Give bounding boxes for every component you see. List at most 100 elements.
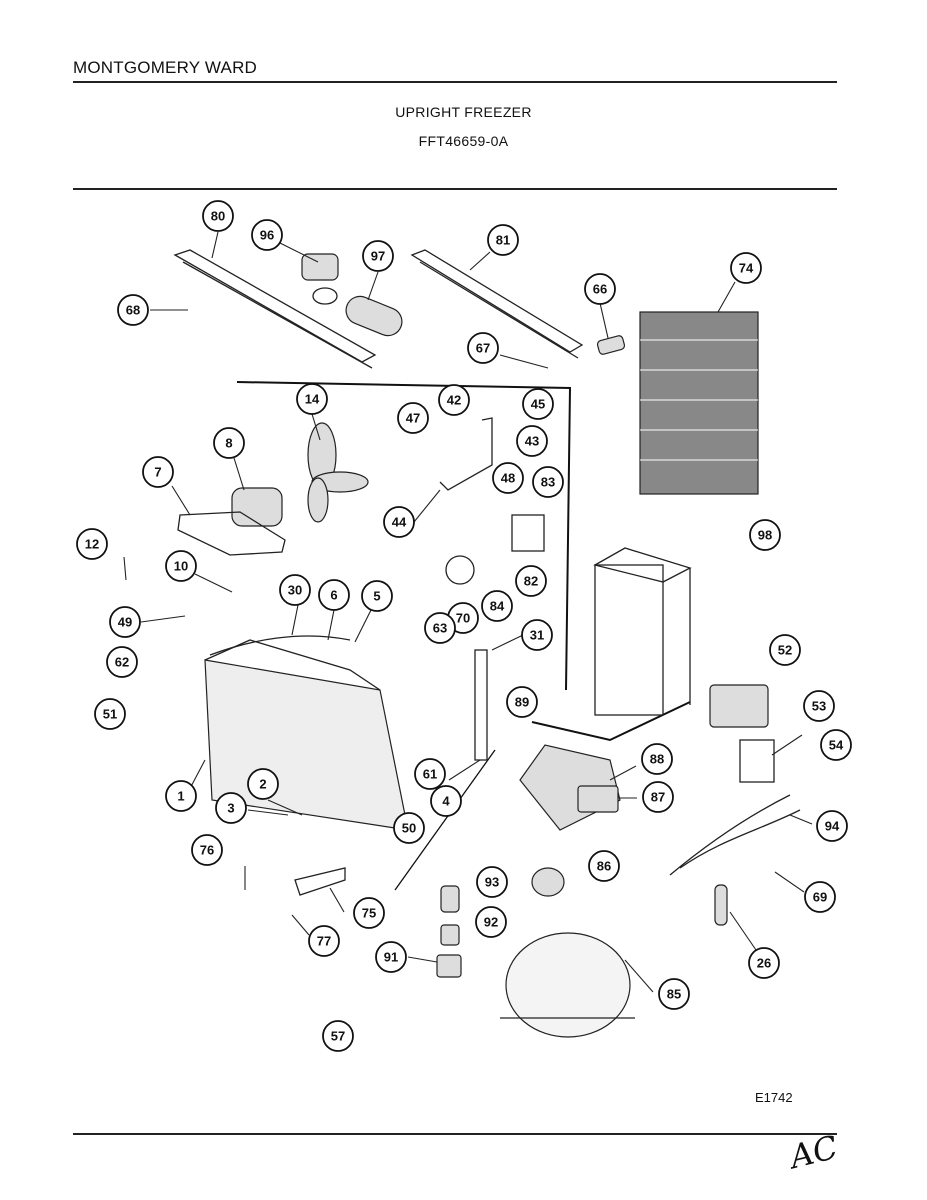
callout-91: 91 [375,941,407,973]
svg-text:74: 74 [739,261,754,276]
callout-42: 42 [438,384,470,416]
svg-text:31: 31 [530,628,544,643]
svg-text:52: 52 [778,643,792,658]
svg-text:84: 84 [490,599,505,614]
part-sleeve-92 [440,924,460,946]
part-relay-52 [709,684,769,728]
callout-47: 47 [397,402,429,434]
part-capacitor-86 [531,867,565,897]
diagram-code: E1742 [755,1090,793,1105]
svg-text:69: 69 [813,890,827,905]
part-bracket-43 [439,417,493,491]
svg-text:54: 54 [829,738,844,753]
part-motor-bracket-7 [177,511,286,556]
callout-26: 26 [748,947,780,979]
svg-text:2: 2 [259,777,266,792]
callout-93: 93 [476,866,508,898]
svg-text:61: 61 [423,767,437,782]
svg-text:43: 43 [525,434,539,449]
footer-rule [73,1133,837,1135]
part-fan-housing-96 [301,253,339,305]
part-mount-91 [436,954,462,978]
callout-82: 82 [515,565,547,597]
svg-text:70: 70 [456,611,470,626]
diagram-title: UPRIGHT FREEZER [395,104,532,120]
callout-57: 57 [322,1020,354,1052]
callout-94: 94 [816,810,848,842]
svg-text:50: 50 [402,821,416,836]
part-evaporator-cover [593,547,692,716]
svg-text:49: 49 [118,615,132,630]
svg-text:87: 87 [651,790,665,805]
svg-text:67: 67 [476,341,490,356]
svg-text:10: 10 [174,559,188,574]
leader-lines [123,231,813,993]
callout-92: 92 [475,906,507,938]
callout-80: 80 [202,200,234,232]
svg-text:81: 81 [496,233,510,248]
svg-text:86: 86 [597,859,611,874]
callout-75: 75 [353,897,385,929]
svg-text:4: 4 [442,794,450,809]
callout-1: 1 [165,780,197,812]
svg-text:5: 5 [373,589,380,604]
callout-86: 86 [588,850,620,882]
callout-63: 63 [424,612,456,644]
callout-83: 83 [532,466,564,498]
callout-44: 44 [383,506,415,538]
part-bracket-53 [739,739,775,783]
svg-text:7: 7 [154,465,161,480]
callout-76: 76 [191,834,223,866]
callout-8: 8 [213,427,245,459]
callout-53: 53 [803,690,835,722]
svg-text:75: 75 [362,906,376,921]
svg-text:47: 47 [406,411,420,426]
callout-69: 69 [804,881,836,913]
svg-text:42: 42 [447,393,461,408]
svg-text:53: 53 [812,699,826,714]
svg-text:68: 68 [126,303,140,318]
svg-text:98: 98 [758,528,772,543]
callout-89: 89 [506,686,538,718]
part-thermostat-66 [596,335,626,355]
part-fan-motor-8 [231,487,283,527]
svg-text:1: 1 [177,789,184,804]
part-clip-75 [294,867,346,896]
callout-7: 7 [142,456,174,488]
callout-62: 62 [106,646,138,678]
part-drain-tube-31 [474,649,488,761]
callout-3: 3 [215,792,247,824]
callout-97: 97 [362,240,394,272]
callout-14: 14 [296,383,328,415]
svg-text:76: 76 [200,843,214,858]
part-bulb-97 [345,295,403,337]
svg-text:3: 3 [227,801,234,816]
svg-text:80: 80 [211,209,225,224]
svg-text:12: 12 [85,537,99,552]
svg-text:66: 66 [593,282,607,297]
svg-text:92: 92 [484,915,498,930]
callout-74: 74 [730,252,762,284]
callout-96: 96 [251,219,283,251]
callout-12: 12 [76,528,108,560]
header-rule [73,81,837,83]
brand-name: MONTGOMERY WARD [73,58,258,77]
part-wire-harness-94 [669,794,801,876]
callout-49: 49 [109,606,141,638]
part-shelf-81 [410,249,584,359]
part-gasket-84 [445,555,475,585]
callout-54: 54 [820,729,852,761]
svg-text:57: 57 [331,1029,345,1044]
callout-98: 98 [749,519,781,551]
svg-text:88: 88 [650,752,664,767]
svg-text:63: 63 [433,621,447,636]
callout-10: 10 [165,550,197,582]
callout-85: 85 [658,978,690,1010]
part-fan-blade-14 [307,422,369,523]
svg-text:97: 97 [371,249,385,264]
svg-text:6: 6 [330,588,337,603]
svg-text:26: 26 [757,956,771,971]
model-number: FFT46659-0A [418,133,509,149]
svg-text:82: 82 [524,574,538,589]
